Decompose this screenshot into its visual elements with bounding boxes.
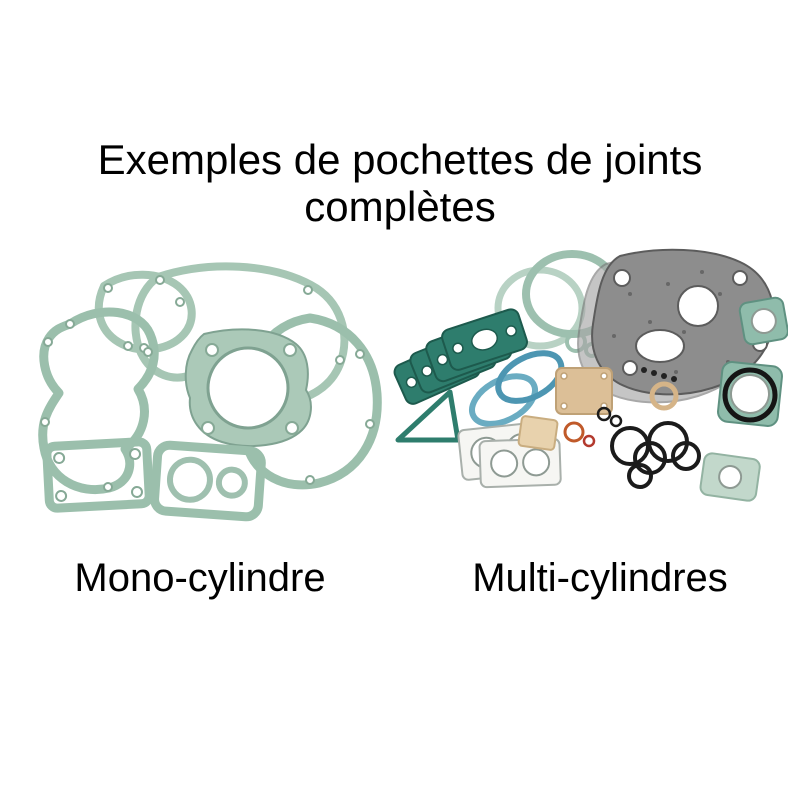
- red-o-ring: [582, 434, 596, 448]
- page-title: Exemples de pochettes de joints complète…: [0, 136, 800, 230]
- title-line-1: Exemples de pochettes de joints: [97, 136, 703, 183]
- cylinder-head-gasket: [184, 328, 312, 447]
- base-gasket: [150, 440, 266, 522]
- oval-gasket-pair: [469, 350, 565, 427]
- small-head-gasket-right: [738, 296, 788, 346]
- small-black-rings: [596, 367, 677, 428]
- mono-cylinder-gasket-kit-image: [38, 262, 382, 522]
- crankcase-gasket-outline: [38, 307, 159, 494]
- o-ring-cluster: [610, 421, 701, 489]
- base-gasket-stack: [457, 421, 562, 489]
- label-mono-cylindre: Mono-cylindre: [74, 556, 326, 600]
- exhaust-gasket-stack: [393, 308, 528, 405]
- multi-cylinder-gasket-kit-image: [393, 248, 788, 502]
- reed-valve-gasket: [42, 437, 154, 513]
- label-multi-cylindres: Multi-cylindres: [472, 556, 728, 600]
- crankcase-gasket-gray: [577, 248, 775, 404]
- orange-o-ring: [563, 421, 585, 443]
- cover-gasket-bottom-right: [699, 452, 761, 502]
- triangular-gasket: [395, 389, 461, 443]
- title-line-2: complètes: [304, 183, 496, 231]
- head-gasket-with-oring: [717, 361, 783, 427]
